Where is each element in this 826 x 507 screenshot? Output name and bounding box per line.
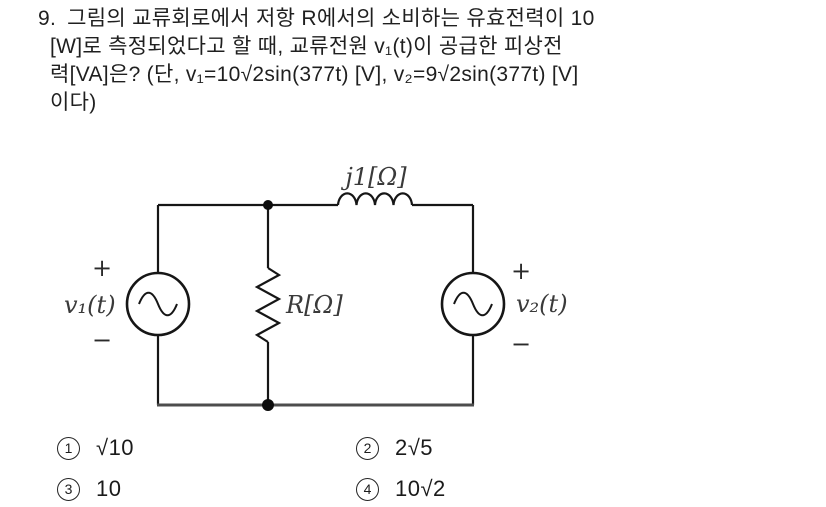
option-3-text: 10	[96, 476, 122, 501]
ac-source-1-sine-icon	[138, 291, 178, 317]
source2-label: v₂(t)	[516, 290, 568, 318]
question-number: 9.	[38, 7, 57, 30]
inductor-coil	[336, 192, 414, 206]
source1-plus-sign: +	[92, 254, 112, 282]
answer-option-4[interactable]: 4 10√2	[356, 476, 446, 502]
resistor-zigzag	[254, 267, 282, 343]
option-1-text: √10	[96, 435, 135, 460]
source2-plus-sign: +	[511, 257, 531, 285]
answer-option-1[interactable]: 1 √10	[57, 435, 134, 461]
question-line-4: 이다)	[50, 91, 97, 114]
ac-source-2	[440, 271, 506, 337]
junction-dot-top	[263, 200, 273, 210]
question-line-3: 력[VA]은? (단, v₁=10√2sin(377t) [V], v₂=9√2…	[50, 63, 579, 86]
option-1-circle-marker: 1	[57, 436, 80, 460]
option-2-circle-marker: 2	[356, 436, 379, 460]
source1-label: v₁(t)	[64, 291, 116, 319]
option-2-text: 2√5	[395, 435, 434, 460]
answer-option-2[interactable]: 2 2√5	[356, 435, 433, 461]
circuit-diagram: j1[Ω] R[Ω] v₁(t) + − v₂(t) + −	[64, 163, 568, 411]
option-3-circle-marker: 3	[57, 477, 80, 501]
option-4-text: 10√2	[395, 476, 446, 501]
option-4-circle-marker: 4	[356, 477, 379, 501]
junction-dot-bottom	[262, 399, 274, 411]
answer-option-3[interactable]: 3 10	[57, 476, 121, 502]
ac-source-2-sine-icon	[453, 291, 493, 317]
source1-minus-sign: −	[92, 326, 112, 354]
question-line-2: [W]로 측정되었다고 할 때, 교류전원 v₁(t)이 공급한 피상전	[50, 35, 563, 58]
inductor-label: j1[Ω]	[340, 163, 407, 191]
source2-minus-sign: −	[511, 330, 531, 358]
question-text-1: 그림의 교류회로에서 저항 R에서의 소비하는 유효전력이 10	[67, 7, 595, 30]
resistor-label: R[Ω]	[285, 291, 343, 319]
question-line-1: 9. 그림의 교류회로에서 저항 R에서의 소비하는 유효전력이 10	[38, 6, 595, 32]
ac-source-1	[125, 271, 191, 337]
